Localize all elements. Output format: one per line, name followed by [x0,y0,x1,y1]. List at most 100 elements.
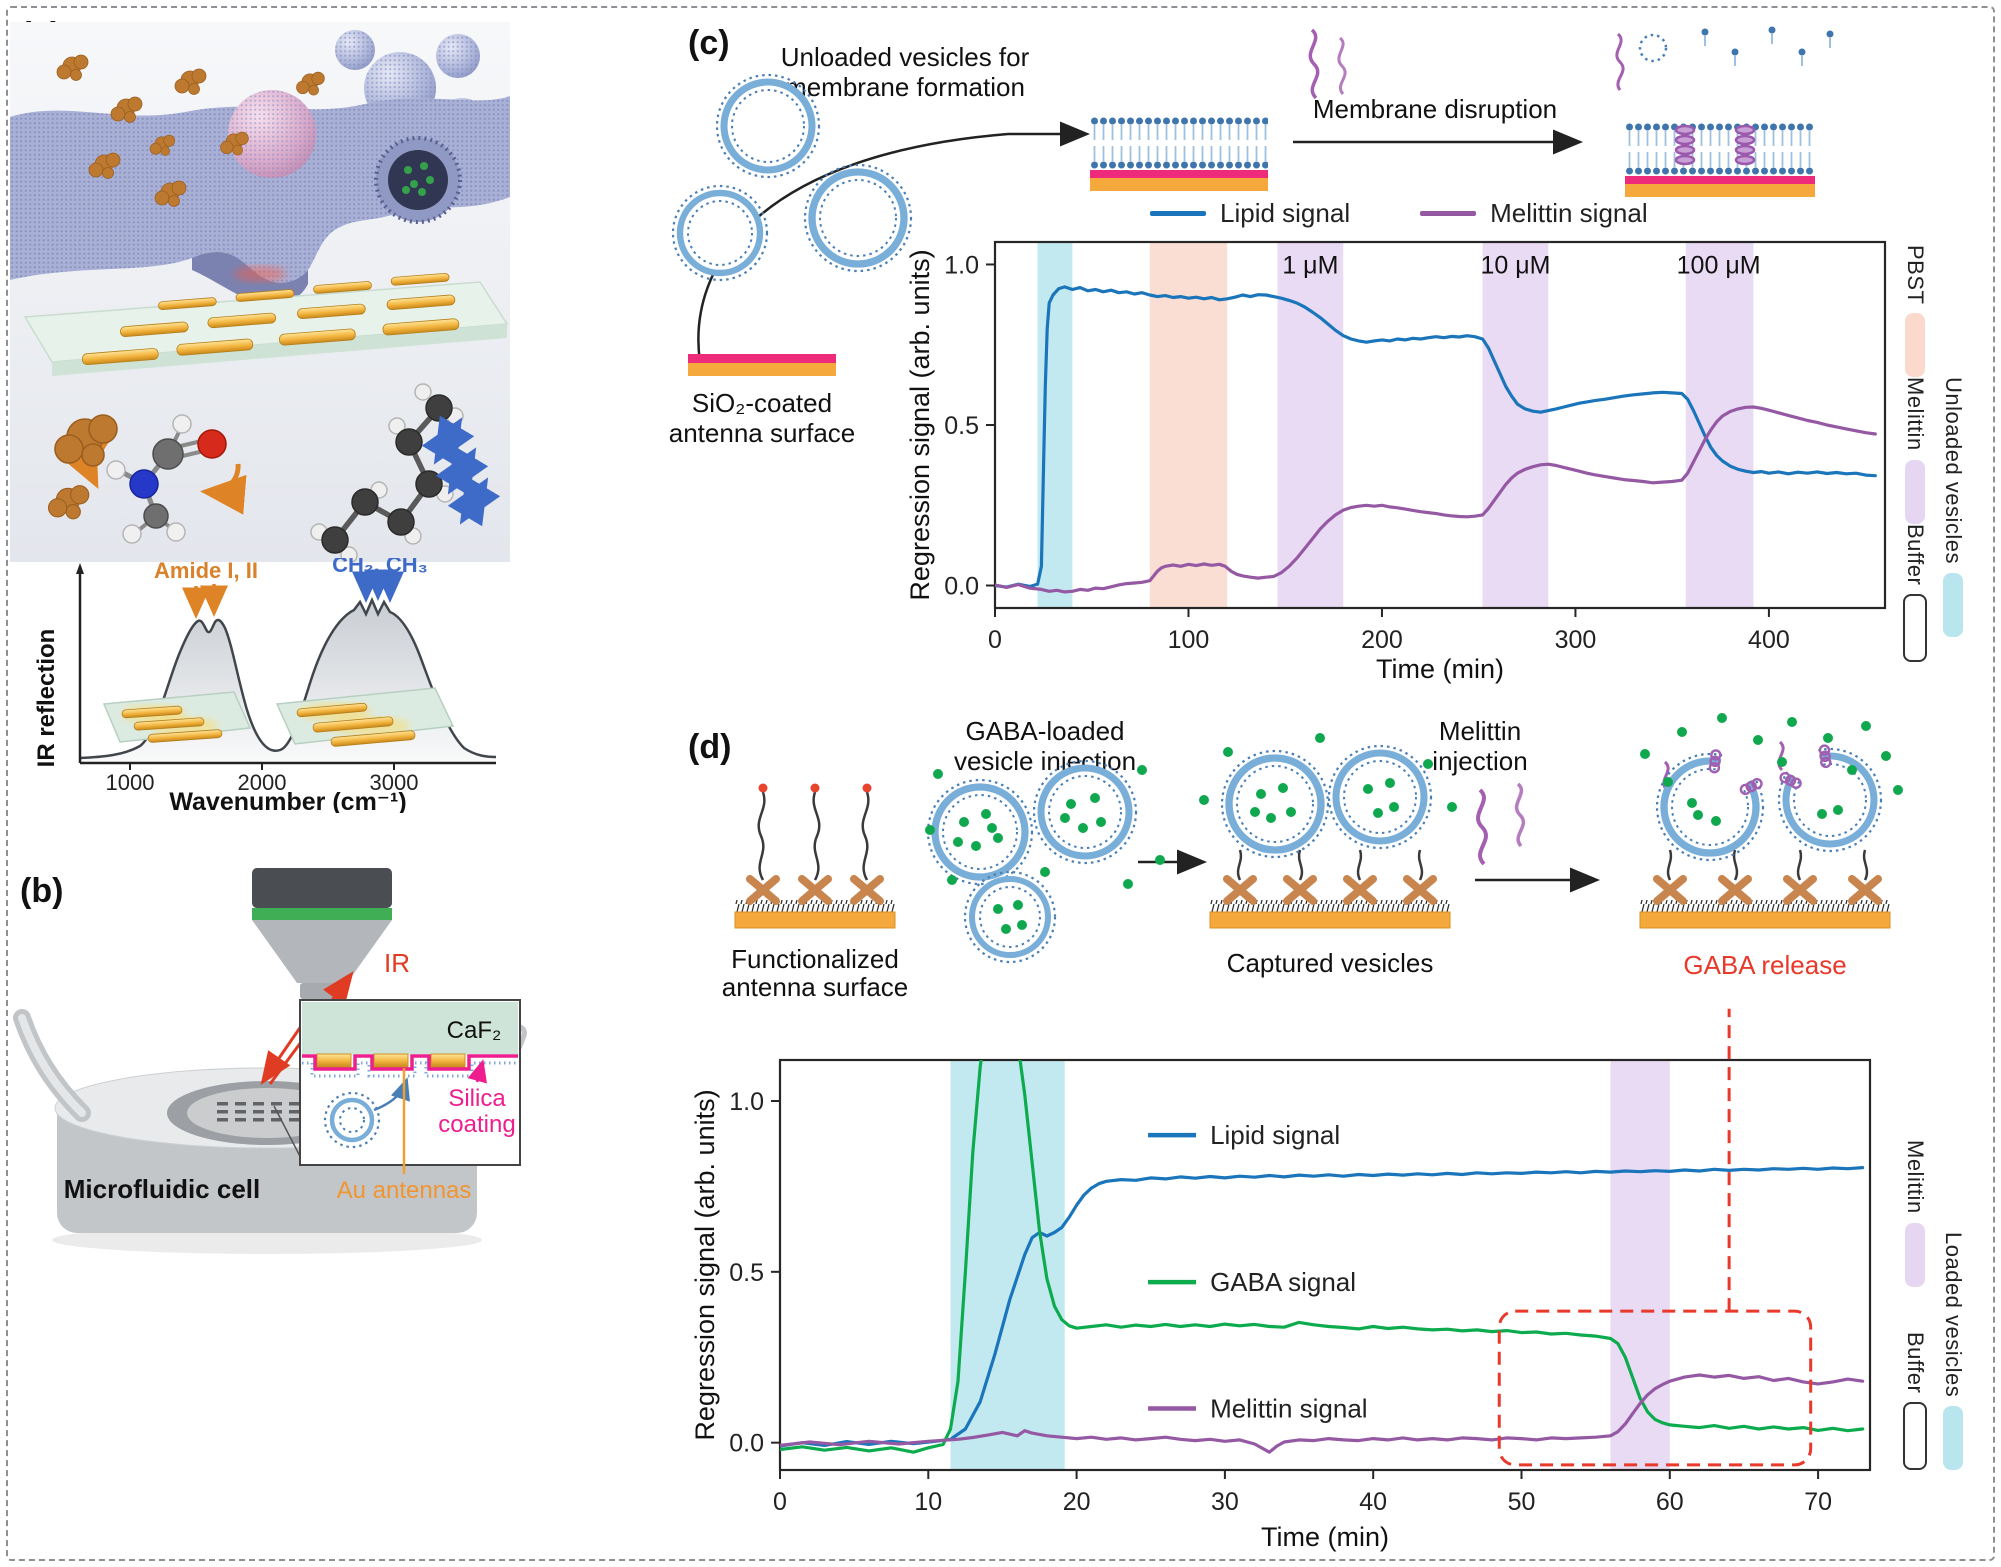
x-tick-label: 70 [1804,1488,1832,1516]
gaba-dot [1663,777,1673,787]
legend-item: Melittin signal [1420,198,1648,229]
captured-vesicles-label: Captured vesicles [1227,948,1434,978]
legend-swatch [1150,211,1206,216]
side-key-swatch [1903,594,1927,663]
side-key-item: PBST [1902,245,1928,378]
au-antennas-label: Au antennas [337,1177,472,1204]
y-tick-label: 0.0 [944,573,979,601]
x-tick-label: 400 [1748,626,1790,654]
melittin-pore-coil [1674,124,1756,166]
objective-green-ring [252,908,392,920]
functionalized-surface-icon [734,783,896,929]
captured-vesicle [1327,744,1433,850]
free-lipids [1701,26,1834,66]
gaba-dot [1423,759,1433,769]
panel-c-label: (c) [688,24,730,62]
gaba-dot [1266,813,1276,823]
legend-swatch [1420,211,1477,216]
side-key-item: Buffer [1902,524,1928,663]
panel-d-schematic: GABA-loaded vesicle injection Melittin i… [722,713,1903,1002]
gold-layer [688,363,836,376]
gaba-release-label: GABA release [1683,950,1846,980]
captured-vesicle [1220,749,1330,859]
x-tick-label: 100 [1168,626,1210,654]
gold-antenna-array [81,272,460,366]
protein-blob [88,152,121,179]
injection1-label-line1: GABA-loaded [966,716,1125,746]
membrane-line [302,1061,518,1078]
x-tick-2000: 2000 [238,770,287,795]
x-tick-label: 0 [988,626,1002,654]
x-tick-label: 200 [1361,626,1403,654]
gaba-dot [953,837,963,847]
gaba-dot [1817,809,1827,819]
series-gaba-signal [780,1060,1865,1454]
gaba-dot [1278,783,1288,793]
side-key-label: Buffer [1903,1331,1928,1393]
chart-xlabel: Time (min) [1376,654,1504,684]
concentration-annotation: 10 μM [1480,251,1550,279]
gold-antenna [373,1053,409,1068]
tether [861,791,870,881]
side-key-label: Melittin [1903,377,1928,452]
amide-molecule-model [60,414,247,544]
pink-vesicle-texture [228,90,316,178]
protein-blob [154,180,187,207]
x-tick-3000: 3000 [370,770,419,795]
chart-ylabel: Regression signal (arb. units) [905,249,935,600]
gaba-loaded-vesicle [926,778,1034,886]
y-axis: 0.00.51.0 [944,251,995,601]
spectrum-xlabel: Wavenumber (cm⁻¹) [169,788,406,813]
x-tick-label: 300 [1555,626,1597,654]
gaba-dot [925,825,935,835]
antenna-chip [23,266,509,376]
gaba-dot [1060,813,1070,823]
gaba-dot [1717,713,1727,723]
chart-xlabel: Time (min) [1261,1522,1389,1552]
chart-c-legend: Lipid signal Melittin signal [1150,198,1648,229]
plot-frame [778,1058,1872,1472]
melittin-squiggles [1308,28,1347,100]
side-key-label: Melittin [1903,1140,1928,1214]
unloaded-vesicle [803,163,913,273]
gaba-dot [1823,733,1833,743]
side-key-swatch [1905,460,1925,525]
legend-label: Melittin signal [1490,198,1648,228]
gaba-dot [1881,751,1891,761]
caf2-label: CaF₂ [447,1017,502,1044]
panel-d-label: (d) [688,728,732,766]
gaba-dot [1096,817,1106,827]
ch-vibration-arrow [447,475,501,527]
microfluidic-cell-caption: Microfluidic cell [64,1174,261,1204]
panel-b-illustration: IR CaF₂ Silica coating Au antennas Micro… [13,868,527,1254]
crosslinker-x [746,875,884,905]
inlet-tube [13,1009,91,1122]
gaba-dot [971,841,981,851]
gaba-dot [1001,924,1011,934]
melittin-squiggle [1777,740,1785,772]
gaba-dot [1078,823,1088,833]
injection2-label-line2: injection [1432,746,1527,776]
y-axis-arrowhead [76,563,84,574]
y-tick-label: 0.0 [729,1430,764,1458]
melittin-squiggles-d [1476,782,1526,866]
side-key-swatch [1905,1222,1925,1287]
gaba-dot [1123,879,1133,889]
sio2-layer [688,354,836,363]
chart-band [1610,1060,1670,1470]
legend-label: Lipid signal [1220,198,1351,228]
chart-band [950,1060,1065,1470]
protein-blob [110,96,143,123]
x-tick-1000: 1000 [106,770,155,795]
chart-band [1277,242,1344,608]
gaba-dot [981,809,991,819]
tether [812,791,821,881]
gaba-dot [1677,727,1687,737]
gaba-dot [1373,808,1383,818]
silica-label-line1: Silica [448,1085,506,1112]
gaba-dot [1687,798,1697,808]
formed-membrane-icon [1090,116,1268,191]
